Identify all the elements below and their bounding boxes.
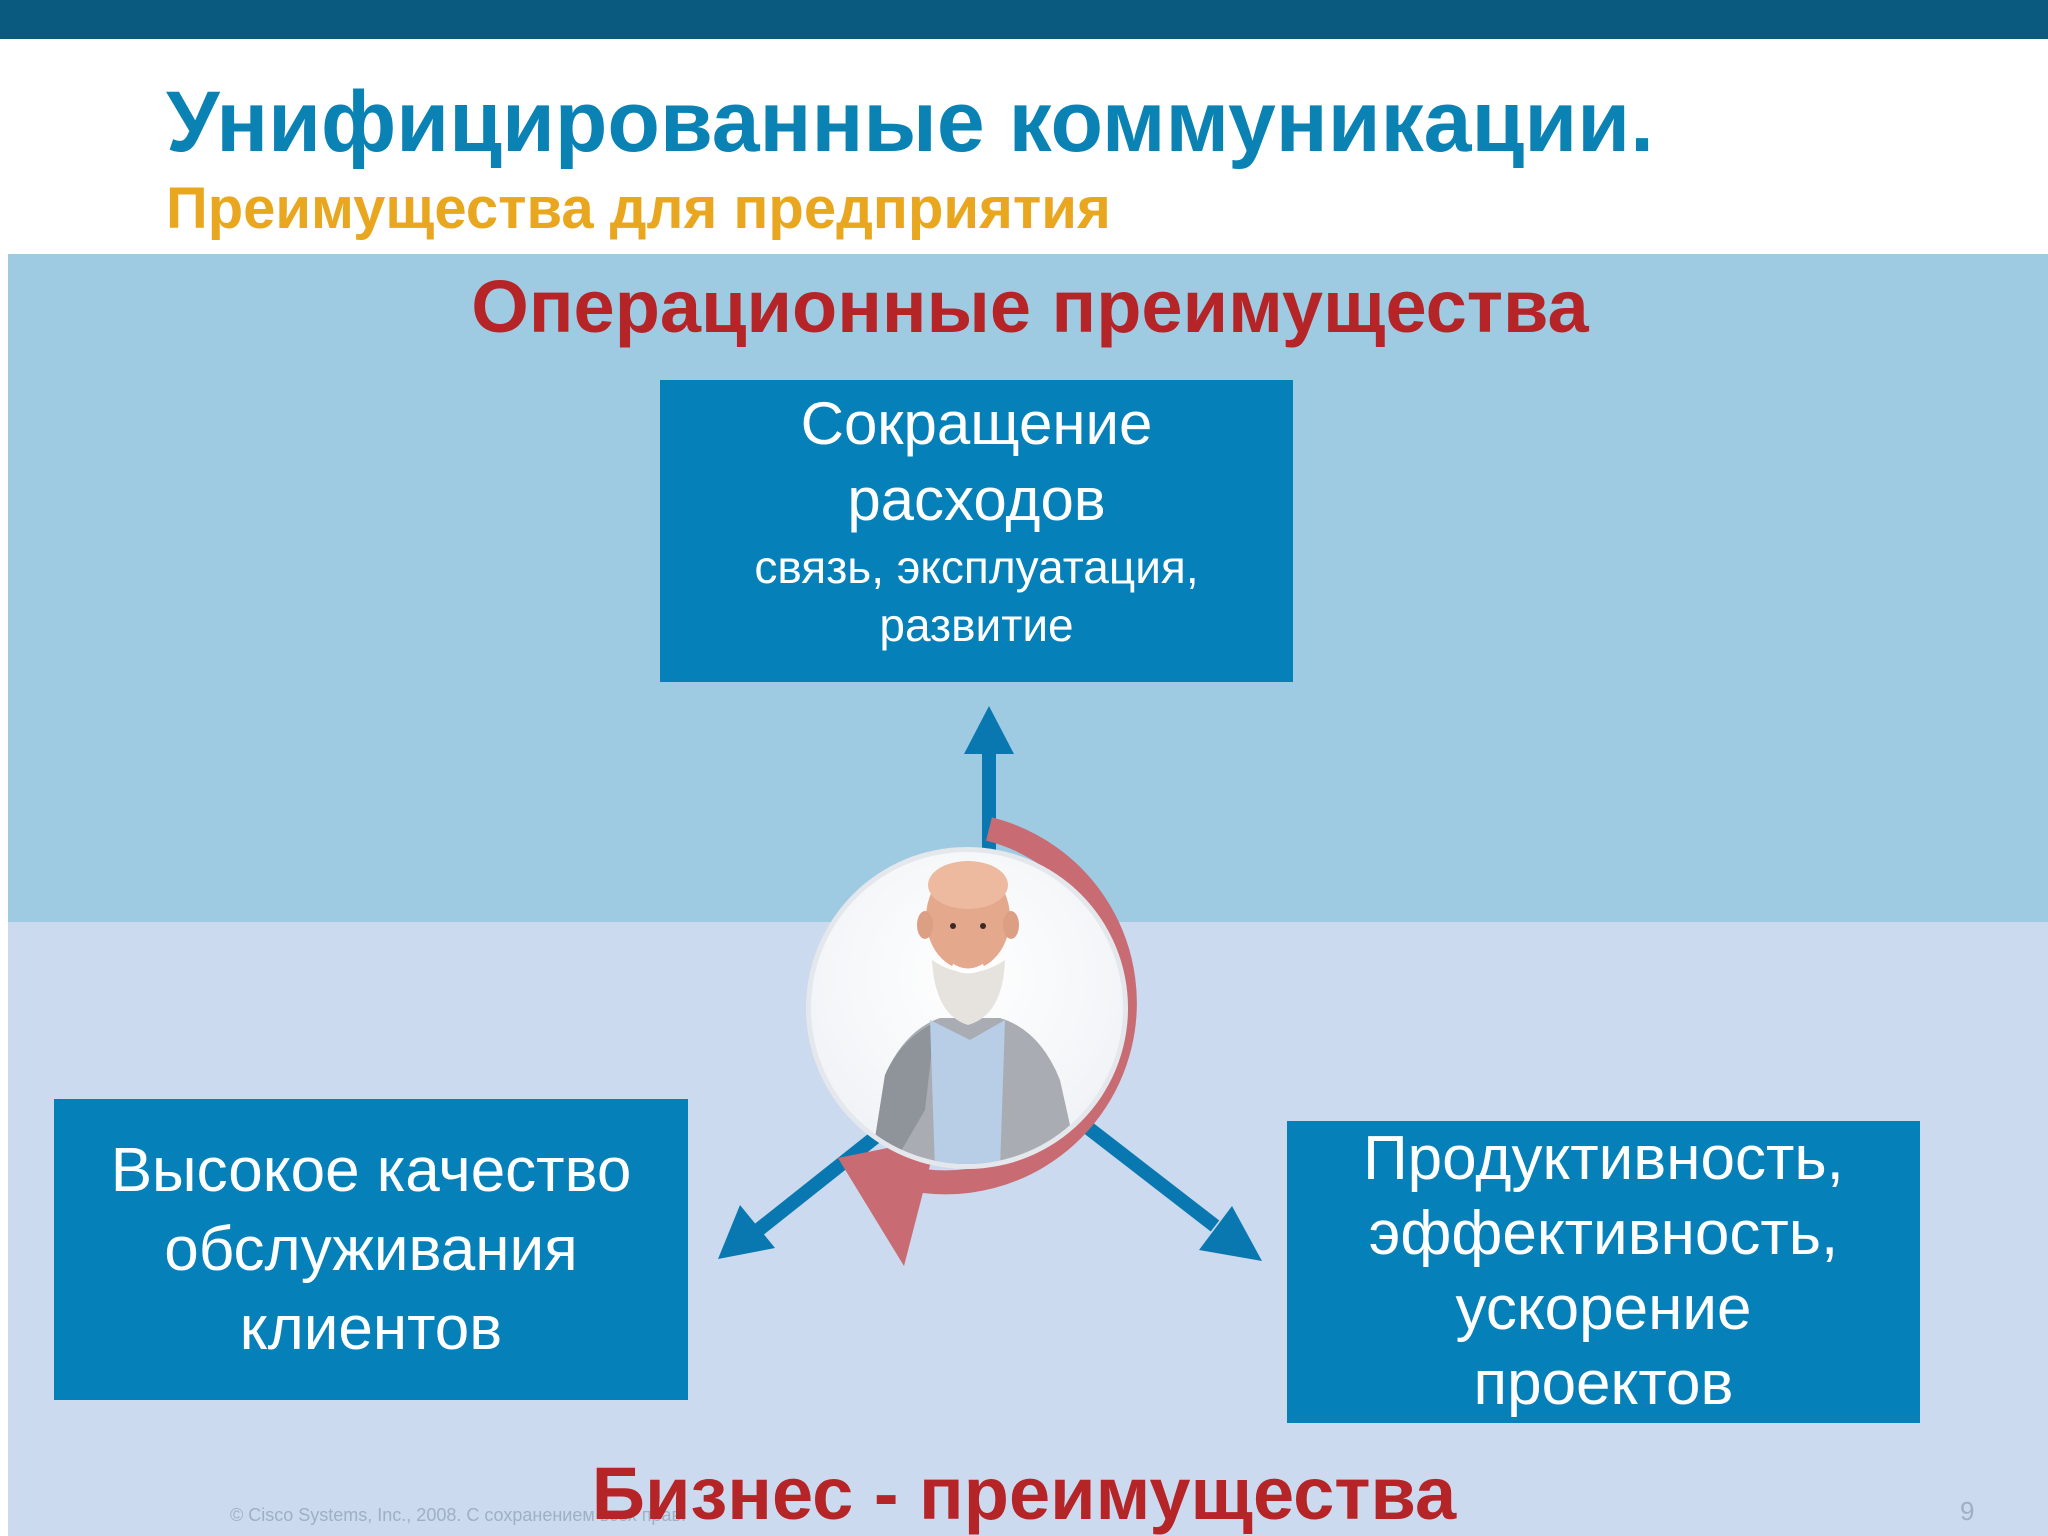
business-heading: Бизнес - преимущества	[591, 1452, 1457, 1535]
productivity-line-1: Продуктивность,	[1363, 1124, 1844, 1193]
cost-reduction-line-1: Сокращение	[800, 390, 1153, 457]
cost-reduction-line-4: развитие	[879, 599, 1074, 651]
customer-service-line-3: клиентов	[239, 1294, 503, 1363]
slide-subtitle: Преимущества для предприятия	[166, 176, 1111, 241]
productivity-line-4: проектов	[1473, 1349, 1734, 1418]
arrow-down-left	[718, 1129, 883, 1259]
copyright-footer: © Cisco Systems, Inc., 2008. С сохранени…	[230, 1505, 687, 1525]
customer-service-box: Высокое качество обслуживания клиентов	[54, 1099, 688, 1400]
cost-reduction-line-2: расходов	[847, 466, 1106, 533]
page-number: 9	[1960, 1496, 1975, 1526]
cost-reduction-line-3: связь, эксплуатация,	[754, 541, 1199, 593]
productivity-line-2: эффективность,	[1368, 1199, 1839, 1268]
customer-service-line-1: Высокое качество	[110, 1136, 632, 1205]
productivity-line-3: ускорение	[1455, 1274, 1752, 1343]
arrow-down-right	[1073, 1114, 1262, 1261]
cost-reduction-box: Сокращение расходов связь, эксплуатация,…	[660, 380, 1293, 682]
top-bar	[0, 0, 2048, 39]
slide-title: Унифицированные коммуникации.	[166, 74, 1654, 170]
customer-service-line-2: обслуживания	[164, 1215, 578, 1284]
person-portrait	[806, 847, 1128, 1169]
productivity-box: Продуктивность, эффективность, ускорение…	[1287, 1121, 1920, 1423]
operational-heading: Операционные преимущества	[471, 265, 1589, 348]
